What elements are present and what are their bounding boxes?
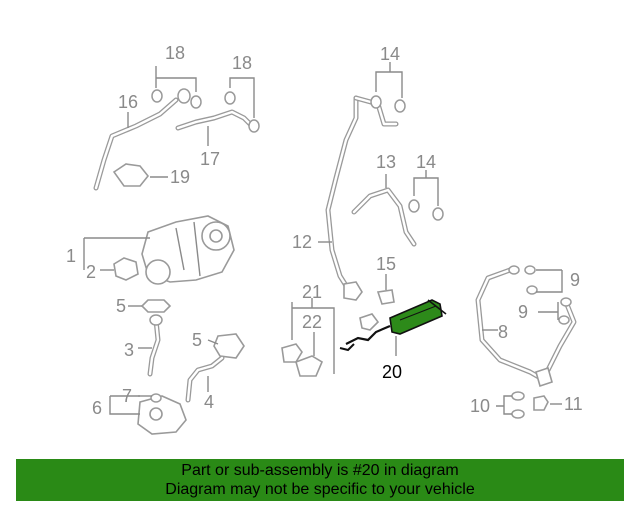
callout-4: 4 — [204, 392, 214, 412]
leader-9a — [536, 269, 563, 293]
seal-7 — [150, 393, 162, 403]
turbocharger-1 — [141, 215, 235, 285]
callout-12: 12 — [292, 232, 312, 252]
fitting-16 — [177, 88, 191, 104]
callout-9-lower: 9 — [518, 302, 528, 322]
washer-9b — [524, 265, 536, 275]
leader-6 — [109, 395, 140, 415]
bracket-19 — [112, 163, 150, 187]
leader-21 — [291, 298, 335, 374]
notice-line-2: Diagram may not be specific to your vehi… — [165, 481, 475, 498]
leader-14b — [413, 170, 439, 206]
washer-14a — [370, 95, 382, 109]
pipe-12 — [325, 95, 399, 295]
callout-5-upper: 5 — [116, 296, 126, 316]
callout-15: 15 — [376, 254, 396, 274]
washer-18c — [224, 91, 236, 105]
leader-10 — [496, 395, 512, 415]
fitting-12 — [343, 281, 363, 301]
washer-9e — [558, 315, 570, 325]
callout-6: 6 — [92, 398, 102, 418]
callout-18-right: 18 — [232, 53, 252, 73]
washer-14d — [432, 207, 444, 221]
notice-banner: Part or sub-assembly is #20 in diagram D… — [16, 459, 624, 501]
leader-1 — [83, 237, 150, 270]
washer-9a — [508, 265, 520, 275]
leader-14a — [375, 62, 403, 98]
pipe-4 — [185, 355, 225, 403]
fitting-8 — [535, 366, 553, 388]
pipe-13 — [351, 187, 417, 247]
callout-11: 11 — [564, 394, 583, 414]
washer-18a — [151, 89, 163, 103]
actuator-2 — [113, 257, 139, 281]
callout-10: 10 — [470, 396, 490, 416]
washer-14b — [394, 99, 406, 113]
callout-3: 3 — [124, 340, 134, 360]
leader-9b — [538, 302, 559, 320]
callout-9-upper: 9 — [570, 270, 580, 290]
callout-14-upper: 14 — [380, 44, 400, 64]
parts-diagram: 18 18 16 17 19 1 2 5 3 5 4 7 6 — [66, 43, 583, 435]
callout-1: 1 — [66, 246, 76, 266]
gasket-5a — [140, 299, 172, 313]
callout-8: 8 — [498, 322, 508, 342]
leader-18a — [155, 66, 197, 92]
leader-5b — [207, 339, 219, 345]
washer-18b — [190, 95, 202, 109]
hose-8 — [475, 267, 577, 383]
callout-17: 17 — [200, 149, 220, 169]
washer-10a — [511, 391, 525, 401]
callout-14-lower: 14 — [416, 152, 436, 172]
part-20-highlighted — [339, 299, 447, 352]
callout-7: 7 — [122, 386, 132, 406]
washer-9d — [560, 297, 572, 307]
callout-21: 21 — [302, 282, 322, 302]
washer-10b — [511, 409, 525, 419]
washer-18d — [248, 119, 260, 133]
clip-15 — [376, 289, 395, 305]
housing-6 — [137, 395, 187, 435]
washer-9c — [526, 285, 538, 295]
fitting-3 — [149, 314, 163, 326]
callout-20-highlighted: 20 — [382, 362, 402, 382]
leader-18b — [229, 77, 255, 118]
washer-14c — [408, 199, 420, 213]
callout-18-left: 18 — [165, 43, 185, 63]
plug-11 — [533, 395, 549, 411]
notice-line-1: Part or sub-assembly is #20 in diagram — [181, 462, 459, 479]
pipe-17 — [175, 109, 255, 131]
callout-22: 22 — [302, 312, 322, 332]
callout-5-lower: 5 — [192, 330, 202, 350]
pipe-16 — [93, 97, 179, 191]
callout-2: 2 — [86, 262, 96, 282]
gasket-5b — [213, 333, 245, 359]
valve-21 — [281, 313, 380, 377]
pipe-3 — [147, 317, 161, 377]
callout-19: 19 — [170, 167, 190, 187]
callout-13: 13 — [376, 152, 396, 172]
callout-16: 16 — [118, 92, 138, 112]
